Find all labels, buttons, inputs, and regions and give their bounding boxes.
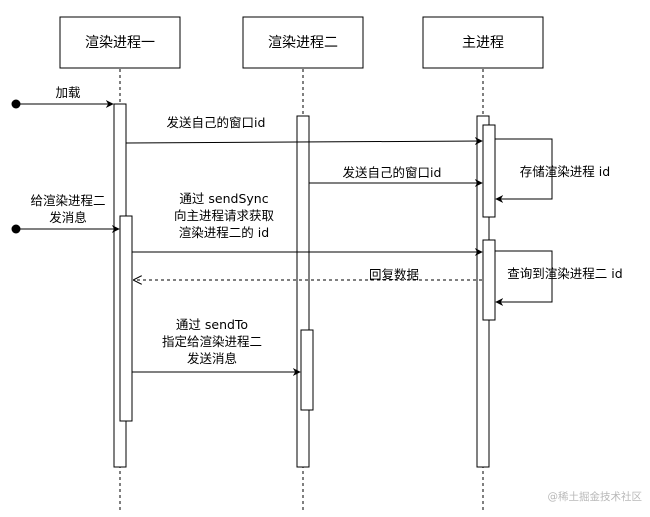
- participant-r2: 渲染进程二: [242, 16, 364, 69]
- arrow-query-id: [495, 250, 553, 306]
- watermark: @稀土掘金技术社区: [548, 490, 643, 503]
- participant-r2-label: 渲染进程二: [268, 35, 338, 51]
- activation-main-store: [482, 124, 496, 218]
- label-r2-send-id: 发送自己的窗口id: [343, 165, 442, 180]
- participant-main: 主进程: [422, 16, 544, 69]
- activation-r1-inner: [119, 215, 133, 422]
- participant-r1-label: 渲染进程一: [85, 35, 155, 51]
- participant-main-label: 主进程: [462, 35, 504, 51]
- label-store-id: 存储渲染进程 id: [520, 164, 610, 179]
- label-load: 加载: [55, 85, 81, 100]
- label-query-id: 查询到渲染进程二 id: [507, 266, 622, 281]
- label-sendto-line1: 通过 sendTo: [176, 317, 248, 332]
- label-reply: 回复数据: [369, 267, 419, 282]
- label-sendsync-line3: 渲染进程二的 id: [179, 225, 269, 240]
- label-r1-send-id: 发送自己的窗口id: [167, 115, 266, 130]
- arrow-r1-send-id: [125, 137, 483, 146]
- participant-r1: 渲染进程一: [59, 16, 181, 69]
- label-sendsync-line1: 通过 sendSync: [179, 191, 268, 206]
- activation-r2-outer: [296, 115, 310, 468]
- label-sendto-line3: 发送消息: [187, 351, 237, 366]
- label-trigger-line1: 给渲染进程二: [30, 193, 105, 208]
- activation-r2-inner: [300, 329, 314, 411]
- arrow-store-id: [495, 138, 553, 203]
- label-trigger-line2: 发消息: [49, 210, 87, 225]
- label-sendsync-line2: 向主进程请求获取: [174, 208, 275, 223]
- activation-main-query: [482, 239, 496, 321]
- label-sendto-line2: 指定给渲染进程二: [162, 334, 262, 349]
